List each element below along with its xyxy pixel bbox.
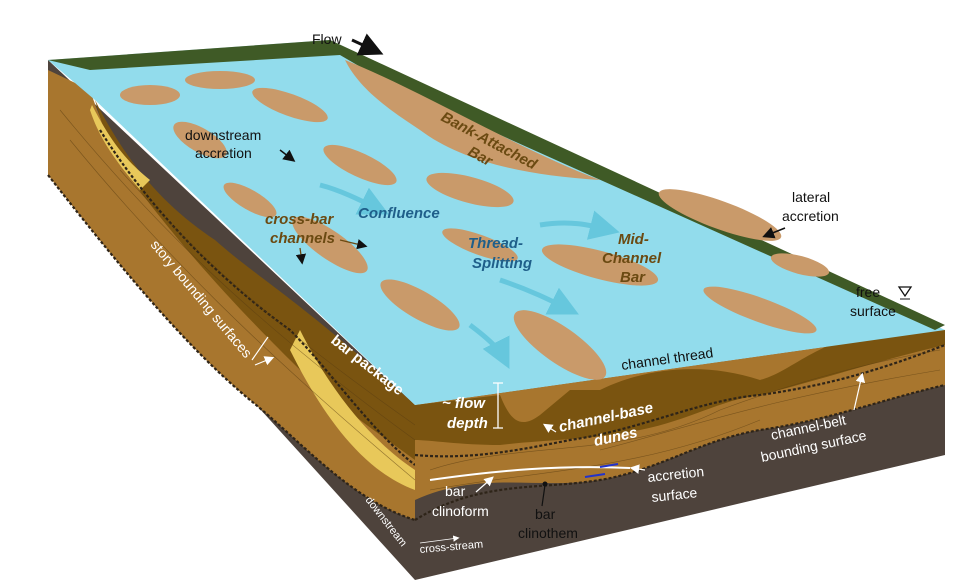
mid-channel-bar-label-3: Bar bbox=[620, 269, 646, 286]
pointer-dot bbox=[542, 481, 548, 487]
bar-clinoform-label-2: clinoform bbox=[432, 503, 489, 519]
arrow-icon bbox=[339, 239, 368, 250]
cross-bar-channels-label-2: channels bbox=[270, 230, 335, 247]
flow-arrow-icon bbox=[351, 33, 384, 56]
thread-splitting-label-2: Splitting bbox=[472, 255, 532, 272]
arrow-icon bbox=[542, 423, 557, 433]
cross-bar-channels-label: cross-bar bbox=[265, 211, 335, 228]
arrow-icon bbox=[295, 247, 307, 265]
mid-channel-bar-label-2: Channel bbox=[602, 250, 662, 267]
bar-clinoform-label: bar bbox=[445, 483, 466, 499]
front-face bbox=[414, 328, 946, 580]
cross-stream-axis-label: cross-stream bbox=[419, 538, 483, 555]
downstream-accretion-label: downstream bbox=[185, 127, 261, 143]
cross-stream-arrow-icon bbox=[419, 535, 460, 544]
accretion-surface-label-2: surface bbox=[651, 484, 699, 505]
arrow-icon bbox=[853, 372, 866, 411]
bar-clinothem-label: bar bbox=[535, 506, 556, 522]
bar-clinothem-label-2: clinothem bbox=[518, 525, 578, 541]
arrow-icon bbox=[762, 227, 786, 239]
bars bbox=[120, 71, 830, 380]
lateral-accretion-label: lateral bbox=[792, 189, 830, 205]
arrow-icon bbox=[475, 476, 494, 493]
mid-channel-bar-label: Mid- bbox=[618, 231, 649, 248]
arrow-icon bbox=[279, 149, 296, 162]
flow-label: Flow bbox=[312, 31, 342, 47]
flow-depth-bracket bbox=[493, 382, 503, 429]
downstream-accretion-label-2: accretion bbox=[195, 145, 252, 161]
free-surface-label-2: surface bbox=[850, 303, 896, 319]
left-face bbox=[47, 60, 416, 580]
arrow-icon bbox=[629, 464, 646, 474]
flow-depth-label: ~ flow bbox=[442, 395, 486, 412]
thread-splitting-label: Thread- bbox=[468, 235, 523, 252]
flow-depth-label-2: depth bbox=[447, 415, 488, 432]
lateral-accretion-label-2: accretion bbox=[782, 208, 839, 224]
arrow-icon bbox=[251, 336, 272, 365]
accretion-surface-label: accretion bbox=[647, 463, 705, 485]
water-level-inverted-triangle-icon bbox=[897, 286, 913, 300]
top-surface bbox=[48, 40, 945, 405]
confluence-label: Confluence bbox=[358, 205, 440, 222]
flow-arrows bbox=[319, 182, 620, 369]
pointer-line bbox=[541, 484, 546, 507]
free-surface-label: free bbox=[856, 284, 880, 300]
